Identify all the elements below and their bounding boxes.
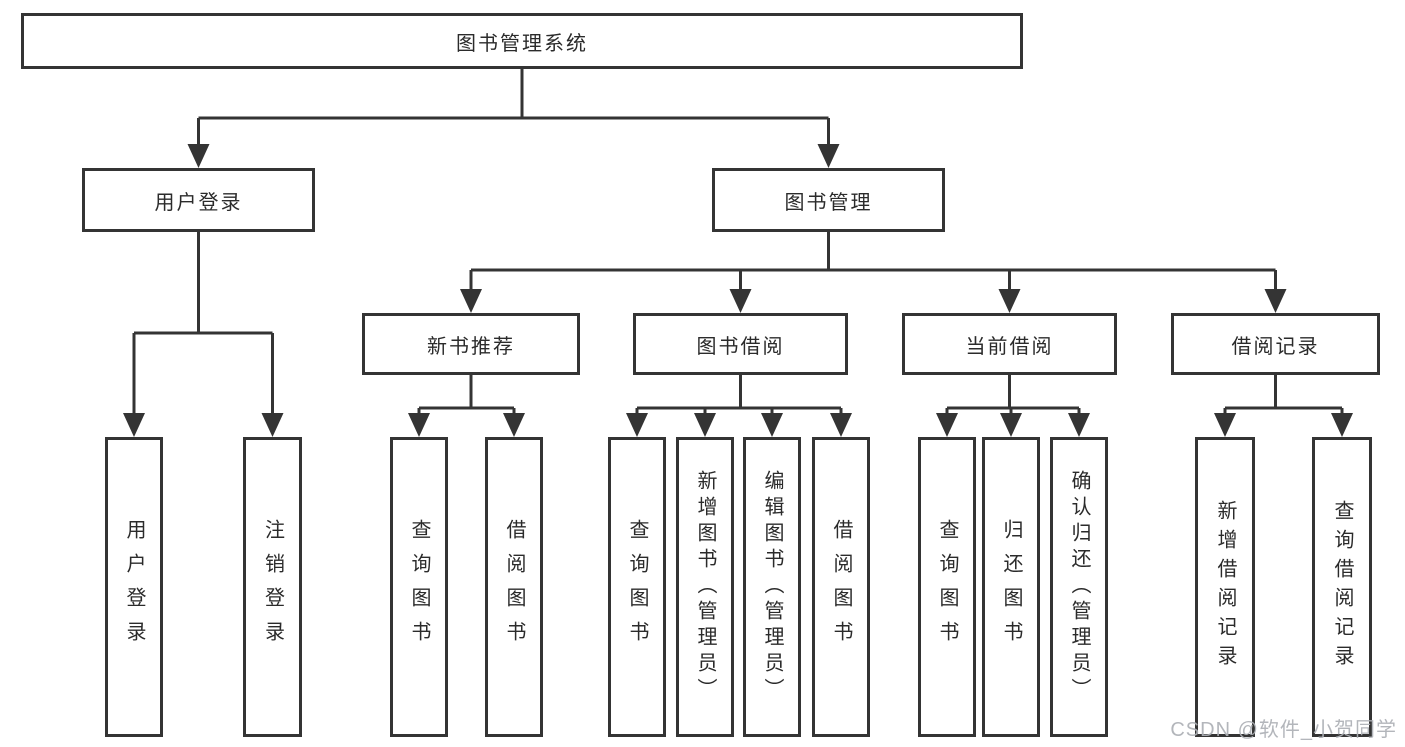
node-leaf-edit-book-admin: 编辑图书（管理员） (743, 437, 801, 737)
node-new-book-recommend-label: 新书推荐 (427, 335, 515, 358)
node-leaf-query-book-3-label: 查询图书 (936, 519, 958, 655)
node-leaf-confirm-return-admin-label: 确认归还（管理员） (1068, 470, 1090, 704)
node-leaf-query-book-2: 查询图书 (608, 437, 666, 737)
node-leaf-logout: 注销登录 (243, 437, 302, 737)
node-borrow-records-label: 借阅记录 (1231, 335, 1320, 358)
node-leaf-query-borrow-record-label: 查询借阅记录 (1331, 500, 1353, 674)
node-leaf-return-book-label: 归还图书 (1000, 519, 1022, 655)
node-leaf-borrow-book-1-label: 借阅图书 (503, 519, 525, 655)
node-leaf-confirm-return-admin: 确认归还（管理员） (1050, 437, 1108, 737)
node-user-login-label: 用户登录 (154, 191, 243, 214)
node-leaf-add-book-admin-label: 新增图书（管理员） (694, 470, 716, 704)
node-leaf-add-borrow-record-label: 新增借阅记录 (1214, 500, 1236, 674)
node-leaf-query-book-1-label: 查询图书 (408, 519, 430, 655)
node-root-label: 图书管理系统 (456, 32, 588, 55)
node-leaf-query-book-1: 查询图书 (390, 437, 448, 737)
node-current-borrow: 当前借阅 (902, 313, 1117, 375)
node-book-borrow: 图书借阅 (633, 313, 848, 375)
node-leaf-borrow-book-2: 借阅图书 (812, 437, 870, 737)
node-leaf-query-borrow-record: 查询借阅记录 (1312, 437, 1372, 737)
node-leaf-add-book-admin: 新增图书（管理员） (676, 437, 734, 737)
node-borrow-records: 借阅记录 (1171, 313, 1380, 375)
node-leaf-borrow-book-2-label: 借阅图书 (830, 519, 852, 655)
node-new-book-recommend: 新书推荐 (362, 313, 580, 375)
node-leaf-add-borrow-record: 新增借阅记录 (1195, 437, 1255, 737)
node-leaf-user-login-label: 用户登录 (123, 519, 145, 655)
node-leaf-query-book-2-label: 查询图书 (626, 519, 648, 655)
arrowheads (123, 144, 1353, 437)
node-leaf-logout-label: 注销登录 (261, 519, 284, 655)
watermark: CSDN @软件_小贺同学 (1170, 719, 1397, 741)
node-leaf-borrow-book-1: 借阅图书 (485, 437, 543, 737)
node-leaf-query-book-3: 查询图书 (918, 437, 976, 737)
node-leaf-edit-book-admin-label: 编辑图书（管理员） (761, 470, 783, 704)
node-leaf-return-book: 归还图书 (982, 437, 1040, 737)
node-current-borrow-label: 当前借阅 (965, 335, 1054, 358)
node-book-management-label: 图书管理 (784, 191, 873, 214)
node-book-borrow-label: 图书借阅 (696, 335, 785, 358)
node-root: 图书管理系统 (21, 13, 1023, 69)
node-book-management: 图书管理 (712, 168, 945, 232)
node-leaf-user-login: 用户登录 (105, 437, 163, 737)
node-user-login: 用户登录 (82, 168, 315, 232)
